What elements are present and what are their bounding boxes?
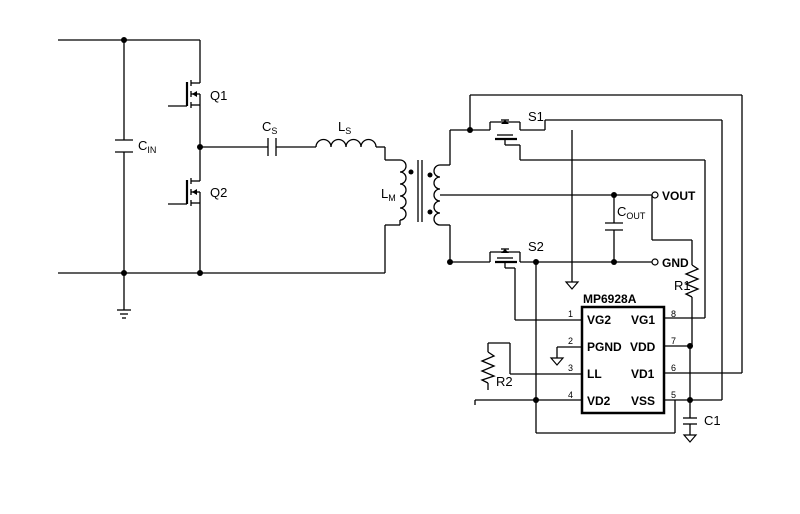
r1-label: R1 [674,278,691,293]
lm-label: LM [381,186,396,203]
ls-label: LS [338,119,351,136]
mp6928a-ic: MP6928A 1 VG2 2 PGND 3 LL 4 VD2 8 VG1 7 … [568,292,676,415]
cout-label: COUT [617,204,646,221]
pin-name: VD1 [631,367,655,381]
pin-name: LL [587,367,602,381]
vout-label: VOUT [662,189,696,203]
pin-name: VG2 [587,313,611,327]
primary-bus-wires [58,37,386,310]
q1-label: Q1 [210,88,227,103]
r1-resistor [684,264,700,298]
q2-label: Q2 [210,185,227,200]
c1-label: C1 [704,413,721,428]
ls-inductor [315,138,377,148]
gnd-label: GND [662,256,689,270]
pin-number: 7 [671,336,676,346]
pin-number: 5 [671,390,676,400]
pin-number: 6 [671,363,676,373]
pin-number: 4 [568,390,573,400]
secondary-control-wires [469,94,743,443]
cs-capacitor [267,138,277,156]
pin-name: VG1 [631,313,655,327]
pin-name: VSS [631,394,655,408]
cs-label: CS [262,119,277,136]
ic-name: MP6928A [583,292,637,306]
q1-mosfet-symbol [168,78,201,110]
s2-mosfet-symbol [489,248,652,320]
pin-name: PGND [587,340,622,354]
pin-name: VD2 [587,394,611,408]
r2-label: R2 [496,374,513,389]
vout-terminal [651,191,659,199]
pin-number: 8 [671,309,676,319]
s1-label: S1 [528,109,544,124]
s2-label: S2 [528,239,544,254]
q2-mosfet-symbol [168,176,201,208]
pin-name: VDD [630,340,656,354]
primary-ground-symbol [117,309,131,319]
r2-resistor [480,351,496,384]
cin-label: CIN [138,138,156,155]
gnd-terminal [651,258,659,266]
transformer-core [417,160,423,222]
cin-capacitor [115,139,133,153]
s1-mosfet-symbol [470,119,545,160]
transformer-primary-winding [385,159,414,226]
pin-number: 2 [568,336,573,346]
pin-number: 1 [568,309,573,319]
secondary-junctions [447,127,693,403]
pin-number: 3 [568,363,573,373]
